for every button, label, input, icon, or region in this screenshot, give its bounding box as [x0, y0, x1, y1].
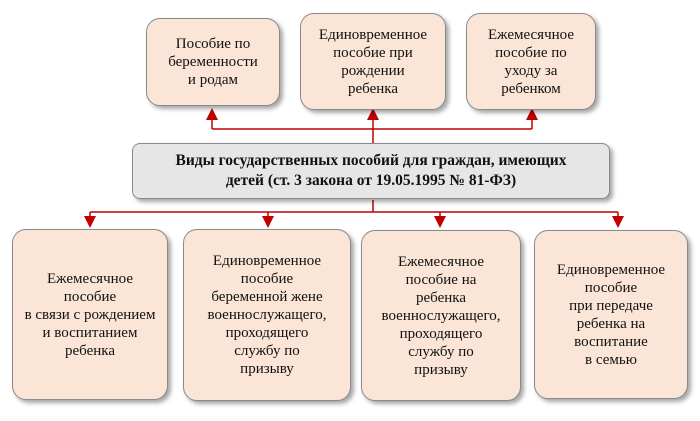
- bottom-box-monthly-birth-upbringing: Ежемесячное пособие в связи с рождением …: [12, 229, 168, 400]
- top-box-maternity-text: Пособие по беременности и родам: [168, 36, 258, 88]
- center-box-text: Виды государственных пособий для граждан…: [175, 152, 567, 189]
- center-box-benefit-types: Виды государственных пособий для граждан…: [132, 143, 610, 199]
- top-box-monthly-care-text: Ежемесячное пособие по уходу за ребенком: [488, 26, 574, 97]
- bottom-box-child-of-serviceman-text: Ежемесячное пособие на ребенка военнослу…: [381, 253, 501, 378]
- top-box-birth-lump-sum-text: Единовременное пособие при рождении ребе…: [318, 26, 428, 97]
- bottom-box-child-of-serviceman: Ежемесячное пособие на ребенка военнослу…: [361, 230, 521, 401]
- bottom-box-foster-family-text: Единовременное пособие при передаче ребе…: [556, 261, 666, 368]
- bottom-box-pregnant-wife-serviceman: Единовременное пособие беременной жене в…: [183, 229, 351, 401]
- top-box-birth-lump-sum: Единовременное пособие при рождении ребе…: [300, 13, 446, 110]
- top-box-monthly-care: Ежемесячное пособие по уходу за ребенком: [466, 13, 596, 110]
- bottom-box-monthly-birth-upbringing-text: Ежемесячное пособие в связи с рождением …: [24, 270, 156, 359]
- bottom-box-foster-family: Единовременное пособие при передаче ребе…: [534, 230, 688, 399]
- bottom-box-pregnant-wife-serviceman-text: Единовременное пособие беременной жене в…: [207, 253, 327, 377]
- top-box-maternity: Пособие по беременности и родам: [146, 18, 280, 106]
